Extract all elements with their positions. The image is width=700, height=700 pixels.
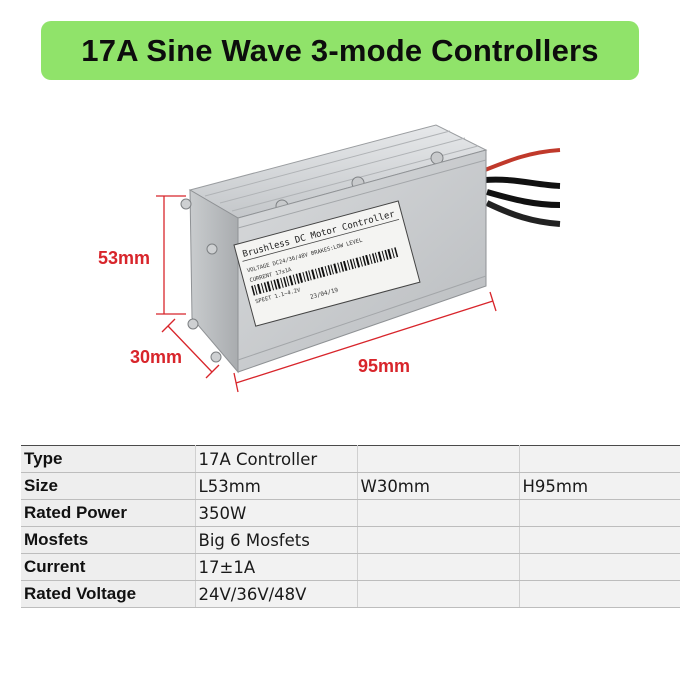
spec-value bbox=[519, 526, 680, 554]
spec-label-type: Type bbox=[21, 445, 196, 473]
spec-value: W30mm bbox=[357, 472, 520, 500]
width-dimension-label: 30mm bbox=[130, 347, 183, 367]
spec-value bbox=[357, 499, 520, 527]
table-row: Rated Voltage 24V/36V/48V bbox=[21, 580, 680, 608]
spec-value bbox=[519, 580, 680, 608]
spec-value bbox=[357, 526, 520, 554]
barcode-icon bbox=[251, 247, 399, 296]
spec-value bbox=[357, 445, 520, 473]
spec-value bbox=[519, 553, 680, 581]
spec-value bbox=[519, 499, 680, 527]
spec-value: 350W bbox=[195, 499, 358, 527]
spec-label-current: Current bbox=[21, 553, 196, 581]
spec-label-size: Size bbox=[21, 472, 196, 500]
height-dimension-label: 53mm bbox=[98, 248, 151, 268]
spec-value bbox=[519, 445, 680, 473]
spec-label-mosfets: Mosfets bbox=[21, 526, 196, 554]
spec-value: Big 6 Mosfets bbox=[195, 526, 358, 554]
table-row: Type 17A Controller bbox=[21, 445, 680, 473]
wire-bundle bbox=[484, 148, 561, 227]
spec-value: 17A Controller bbox=[195, 445, 358, 473]
specs-table: Type 17A Controller Size L53mm W30mm H95… bbox=[21, 445, 680, 608]
table-row: Current 17±1A bbox=[21, 553, 680, 581]
spec-label-rated-voltage: Rated Voltage bbox=[21, 580, 196, 608]
spec-value bbox=[357, 580, 520, 608]
page-title: 17A Sine Wave 3-mode Controllers bbox=[81, 32, 599, 68]
spec-value: L53mm bbox=[195, 472, 358, 500]
length-dimension-label: 95mm bbox=[358, 356, 411, 376]
spec-value: 17±1A bbox=[195, 553, 358, 581]
spec-value: 24V/36V/48V bbox=[195, 580, 358, 608]
spec-value bbox=[357, 553, 520, 581]
controller-product-image: Brushless DC Motor Controller VOLTAGE DC… bbox=[156, 124, 561, 393]
label-plate: Brushless DC Motor Controller VOLTAGE DC… bbox=[233, 200, 421, 327]
table-row: Mosfets Big 6 Mosfets bbox=[21, 526, 680, 554]
dimension-lines bbox=[156, 195, 497, 393]
table-row: Size L53mm W30mm H95mm bbox=[21, 472, 680, 500]
title-banner: 17A Sine Wave 3-mode Controllers bbox=[41, 21, 639, 80]
spec-label-rated-power: Rated Power bbox=[21, 499, 196, 527]
spec-value: H95mm bbox=[519, 472, 680, 500]
table-row: Rated Power 350W bbox=[21, 499, 680, 527]
